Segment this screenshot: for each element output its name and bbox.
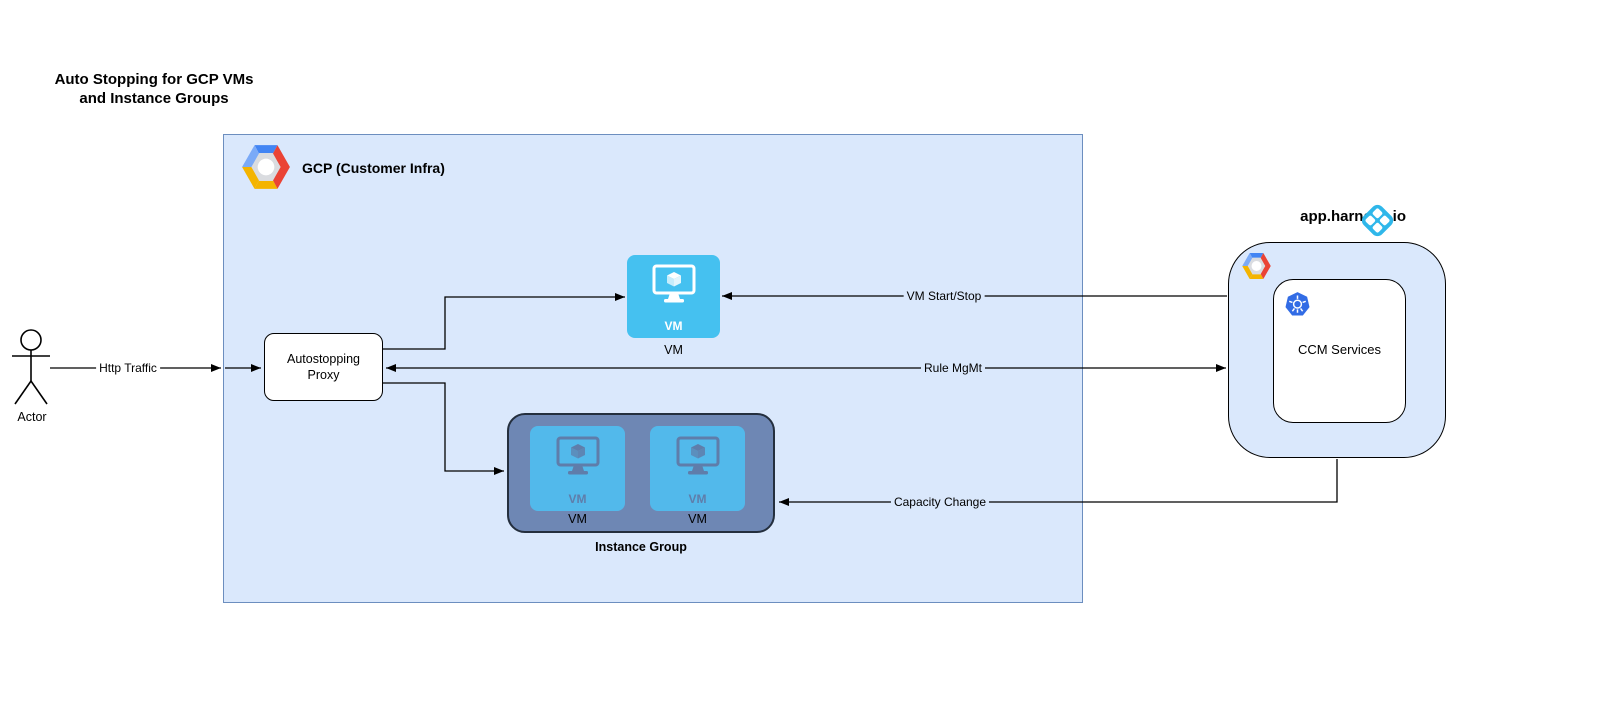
- vm-node-label: VM: [664, 343, 683, 357]
- edge-label-rule-mgmt: Rule MgMt: [920, 361, 986, 375]
- gcp-logo-icon: [1242, 252, 1271, 280]
- autostopping-proxy-node: Autostopping Proxy: [264, 333, 383, 401]
- ccm-services-label: CCM Services: [1297, 342, 1382, 357]
- instance-group-vm-2: VM: [650, 426, 745, 511]
- kubernetes-icon: [1285, 292, 1310, 316]
- edge-label-capacity-change: Capacity Change: [890, 495, 990, 509]
- edge-label-http-traffic: Http Traffic: [96, 361, 160, 375]
- page-title: Auto Stopping for GCP VMs and Instance G…: [36, 70, 272, 108]
- instance-group-vm-2-label: VM: [688, 512, 707, 526]
- edge-label-vm-start-stop: VM Start/Stop: [903, 289, 985, 303]
- vm-monitor-icon: [556, 436, 599, 475]
- proxy-label-line1: Autostopping: [287, 352, 360, 366]
- vm-monitor-icon: [652, 264, 695, 303]
- vm-monitor-icon: [676, 436, 719, 475]
- proxy-label-line2: Proxy: [307, 368, 340, 382]
- instance-group-vm-2-badge: VM: [688, 492, 707, 506]
- vm-node-badge: VM: [664, 319, 683, 333]
- instance-group-container: VM VM VM VM: [507, 413, 775, 533]
- gcp-container-label: GCP (Customer Infra): [302, 160, 445, 176]
- instance-group-vm-1: VM: [530, 426, 625, 511]
- harness-logo-icon: [1361, 204, 1394, 237]
- instance-group-vm-1-label: VM: [568, 512, 587, 526]
- actor-icon: [12, 329, 50, 405]
- vm-node: VM: [627, 255, 720, 338]
- actor-label: Actor: [17, 410, 47, 424]
- harness-container: CCM Services: [1228, 242, 1446, 458]
- page-title-line1: Auto Stopping for GCP VMs: [54, 71, 254, 88]
- instance-group-vm-1-badge: VM: [568, 492, 587, 506]
- ccm-services-node: CCM Services: [1273, 279, 1406, 423]
- gcp-logo-icon: [242, 145, 290, 189]
- instance-group-label: Instance Group: [595, 540, 687, 554]
- page-title-line2: and Instance Groups: [79, 90, 229, 107]
